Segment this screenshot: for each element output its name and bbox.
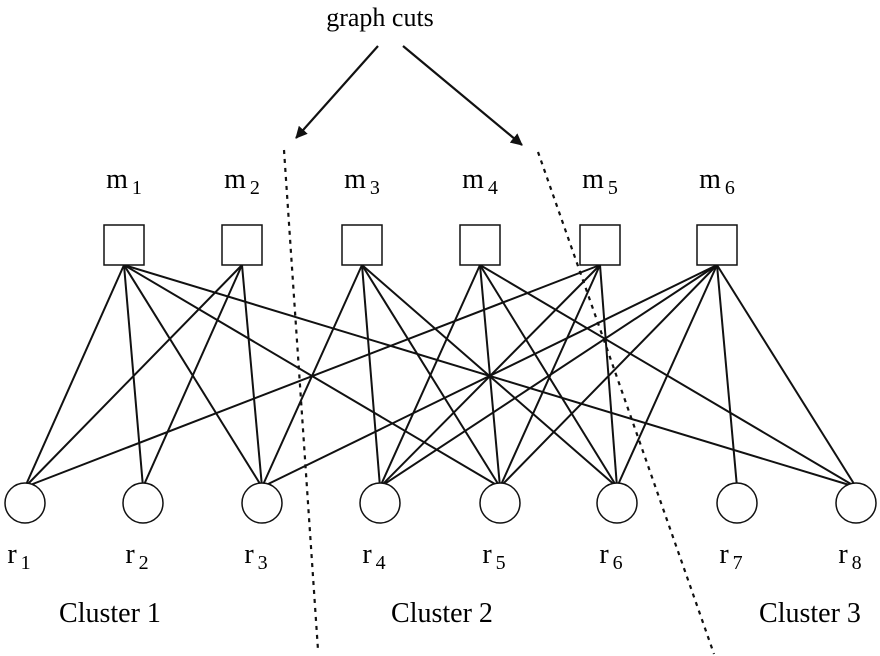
- cut-arrow-2: [402, 45, 523, 146]
- node-m3: [341, 224, 383, 266]
- label-m2-subscript: 2: [250, 177, 260, 199]
- edge-m6-r6: [616, 264, 718, 488]
- node-m2: [221, 224, 263, 266]
- label-r4-subscript: 4: [376, 552, 386, 574]
- label-m4-base: m: [462, 164, 484, 195]
- cut-arrow-1: [295, 45, 379, 139]
- edge-m2-r2: [142, 264, 243, 488]
- label-m3-subscript: 3: [370, 177, 380, 199]
- label-r8-subscript: 8: [852, 552, 862, 574]
- node-m4: [459, 224, 501, 266]
- node-r8: [835, 482, 877, 524]
- cut-line-2: [536, 151, 716, 655]
- cluster-label-3: Cluster 3: [759, 598, 861, 629]
- edge-m6-r4: [379, 264, 718, 488]
- edge-m4-r4: [379, 264, 481, 488]
- label-r4-base: r: [362, 539, 372, 570]
- label-r7-base: r: [719, 539, 729, 570]
- edge-m6-r3: [261, 264, 718, 488]
- edge-m6-r5: [499, 264, 718, 488]
- label-r5-base: r: [482, 539, 492, 570]
- label-r3-subscript: 3: [258, 552, 268, 574]
- node-m1: [103, 224, 145, 266]
- node-r6: [596, 482, 638, 524]
- cut-line-1: [282, 149, 320, 651]
- label-m4-subscript: 4: [488, 177, 498, 199]
- node-r4: [359, 482, 401, 524]
- label-r8-base: r: [838, 539, 848, 570]
- label-r2-subscript: 2: [139, 552, 149, 574]
- edge-m1-r1: [24, 264, 125, 488]
- edge-m2-r1: [24, 264, 243, 488]
- label-m5-subscript: 5: [608, 177, 618, 199]
- label-m6-base: m: [699, 164, 721, 195]
- label-r6-base: r: [599, 539, 609, 570]
- label-r1-subscript: 1: [21, 552, 31, 574]
- cluster-label-1: Cluster 1: [59, 598, 161, 629]
- cut-arrows: [295, 45, 523, 146]
- label-m2-base: m: [224, 164, 246, 195]
- graph-cut-lines: [282, 149, 716, 655]
- node-m5: [579, 224, 621, 266]
- label-m1-base: m: [106, 164, 128, 195]
- node-r7: [716, 482, 758, 524]
- edges-layer: [24, 264, 857, 488]
- label-m1-subscript: 1: [132, 177, 142, 199]
- label-r3-base: r: [244, 539, 254, 570]
- label-r7-subscript: 7: [733, 552, 743, 574]
- cluster-labels: Cluster 1 Cluster 2 Cluster 3: [59, 598, 861, 629]
- node-m6: [696, 224, 738, 266]
- node-r5: [479, 482, 521, 524]
- label-r6-subscript: 6: [613, 552, 623, 574]
- label-m5-base: m: [582, 164, 604, 195]
- edge-m3-r4: [361, 264, 381, 488]
- node-r1: [4, 482, 46, 524]
- cluster-label-2: Cluster 2: [391, 598, 493, 629]
- label-m6-subscript: 6: [725, 177, 735, 199]
- label-m3-base: m: [344, 164, 366, 195]
- label-r1-base: r: [7, 539, 17, 570]
- label-r2-base: r: [125, 539, 135, 570]
- label-r5-subscript: 5: [496, 552, 506, 574]
- diagram-title: graph cuts: [326, 3, 434, 32]
- edge-m6-r8: [716, 264, 857, 488]
- edge-m5-r1: [24, 264, 601, 488]
- node-r3: [241, 482, 283, 524]
- edge-m6-r7: [716, 264, 738, 488]
- edge-m2-r3: [241, 264, 263, 488]
- node-r2: [122, 482, 164, 524]
